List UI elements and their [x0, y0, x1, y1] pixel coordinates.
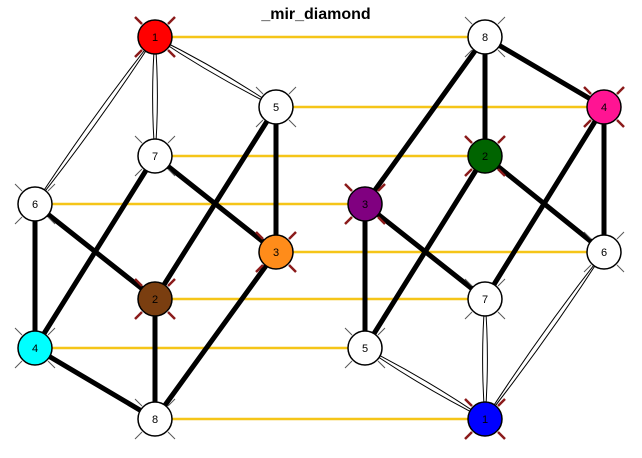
- edge-R2-R6: [482, 153, 607, 255]
- edge-L1-L7: [152, 36, 158, 157]
- node-right-6: 6: [583, 231, 625, 273]
- edge-R8-R4: [482, 34, 607, 110]
- node-label: 1: [152, 32, 158, 44]
- node-right-8: 8: [464, 16, 506, 58]
- node-label: 8: [152, 414, 158, 426]
- edge-L7-L3: [152, 153, 279, 255]
- diagram-title: _mir_diamond: [261, 6, 371, 23]
- node-label: 2: [482, 151, 488, 163]
- node-left-3: 3: [255, 231, 297, 273]
- node-right-7: 7: [464, 278, 506, 320]
- node-left-6: 6: [14, 183, 56, 225]
- node-label: 2: [152, 294, 158, 306]
- node-left-2: 2: [134, 278, 176, 320]
- node-label: 6: [601, 247, 607, 259]
- edge-L1-L5: [154, 36, 277, 108]
- node-label: 5: [273, 102, 279, 114]
- node-label: 8: [482, 32, 488, 44]
- edge-R5-R1: [364, 347, 486, 420]
- edge-L3-L8: [152, 249, 279, 422]
- edge-L1-L6: [34, 36, 156, 205]
- node-label: 5: [362, 343, 368, 355]
- node-left-7: 7: [134, 135, 176, 177]
- node-label: 4: [32, 343, 38, 355]
- node-left-1: 1: [134, 16, 176, 58]
- node-label: 3: [362, 199, 368, 211]
- node-left-5: 5: [255, 86, 297, 128]
- node-right-4: 4: [583, 86, 625, 128]
- node-right-2: 2: [464, 135, 506, 177]
- graph-edges-layer: [32, 34, 607, 422]
- edge-L4-L8: [32, 345, 158, 422]
- graph-nodes-layer: 1 5 7 6 3 2 4 8 8 4 2 3 6 7 5 1: [14, 16, 625, 440]
- node-label: 1: [482, 414, 488, 426]
- node-label: 4: [601, 102, 607, 114]
- node-left-4: 4: [14, 327, 56, 369]
- node-label: 7: [152, 151, 158, 163]
- edge-R8-R3: [362, 34, 488, 207]
- node-label: 3: [273, 247, 279, 259]
- edge-R3-R7: [362, 201, 488, 302]
- node-right-5: 5: [344, 327, 386, 369]
- edge-R6-R1: [484, 251, 605, 420]
- edge-L6-L2: [32, 201, 158, 302]
- mapping-edges-layer: [35, 35, 604, 421]
- node-right-1: 1: [464, 398, 506, 440]
- node-right-3: 3: [344, 183, 386, 225]
- node-label: 6: [32, 199, 38, 211]
- node-label: 7: [482, 294, 488, 306]
- node-left-8: 8: [134, 398, 176, 440]
- edge-R7-R1: [482, 298, 488, 420]
